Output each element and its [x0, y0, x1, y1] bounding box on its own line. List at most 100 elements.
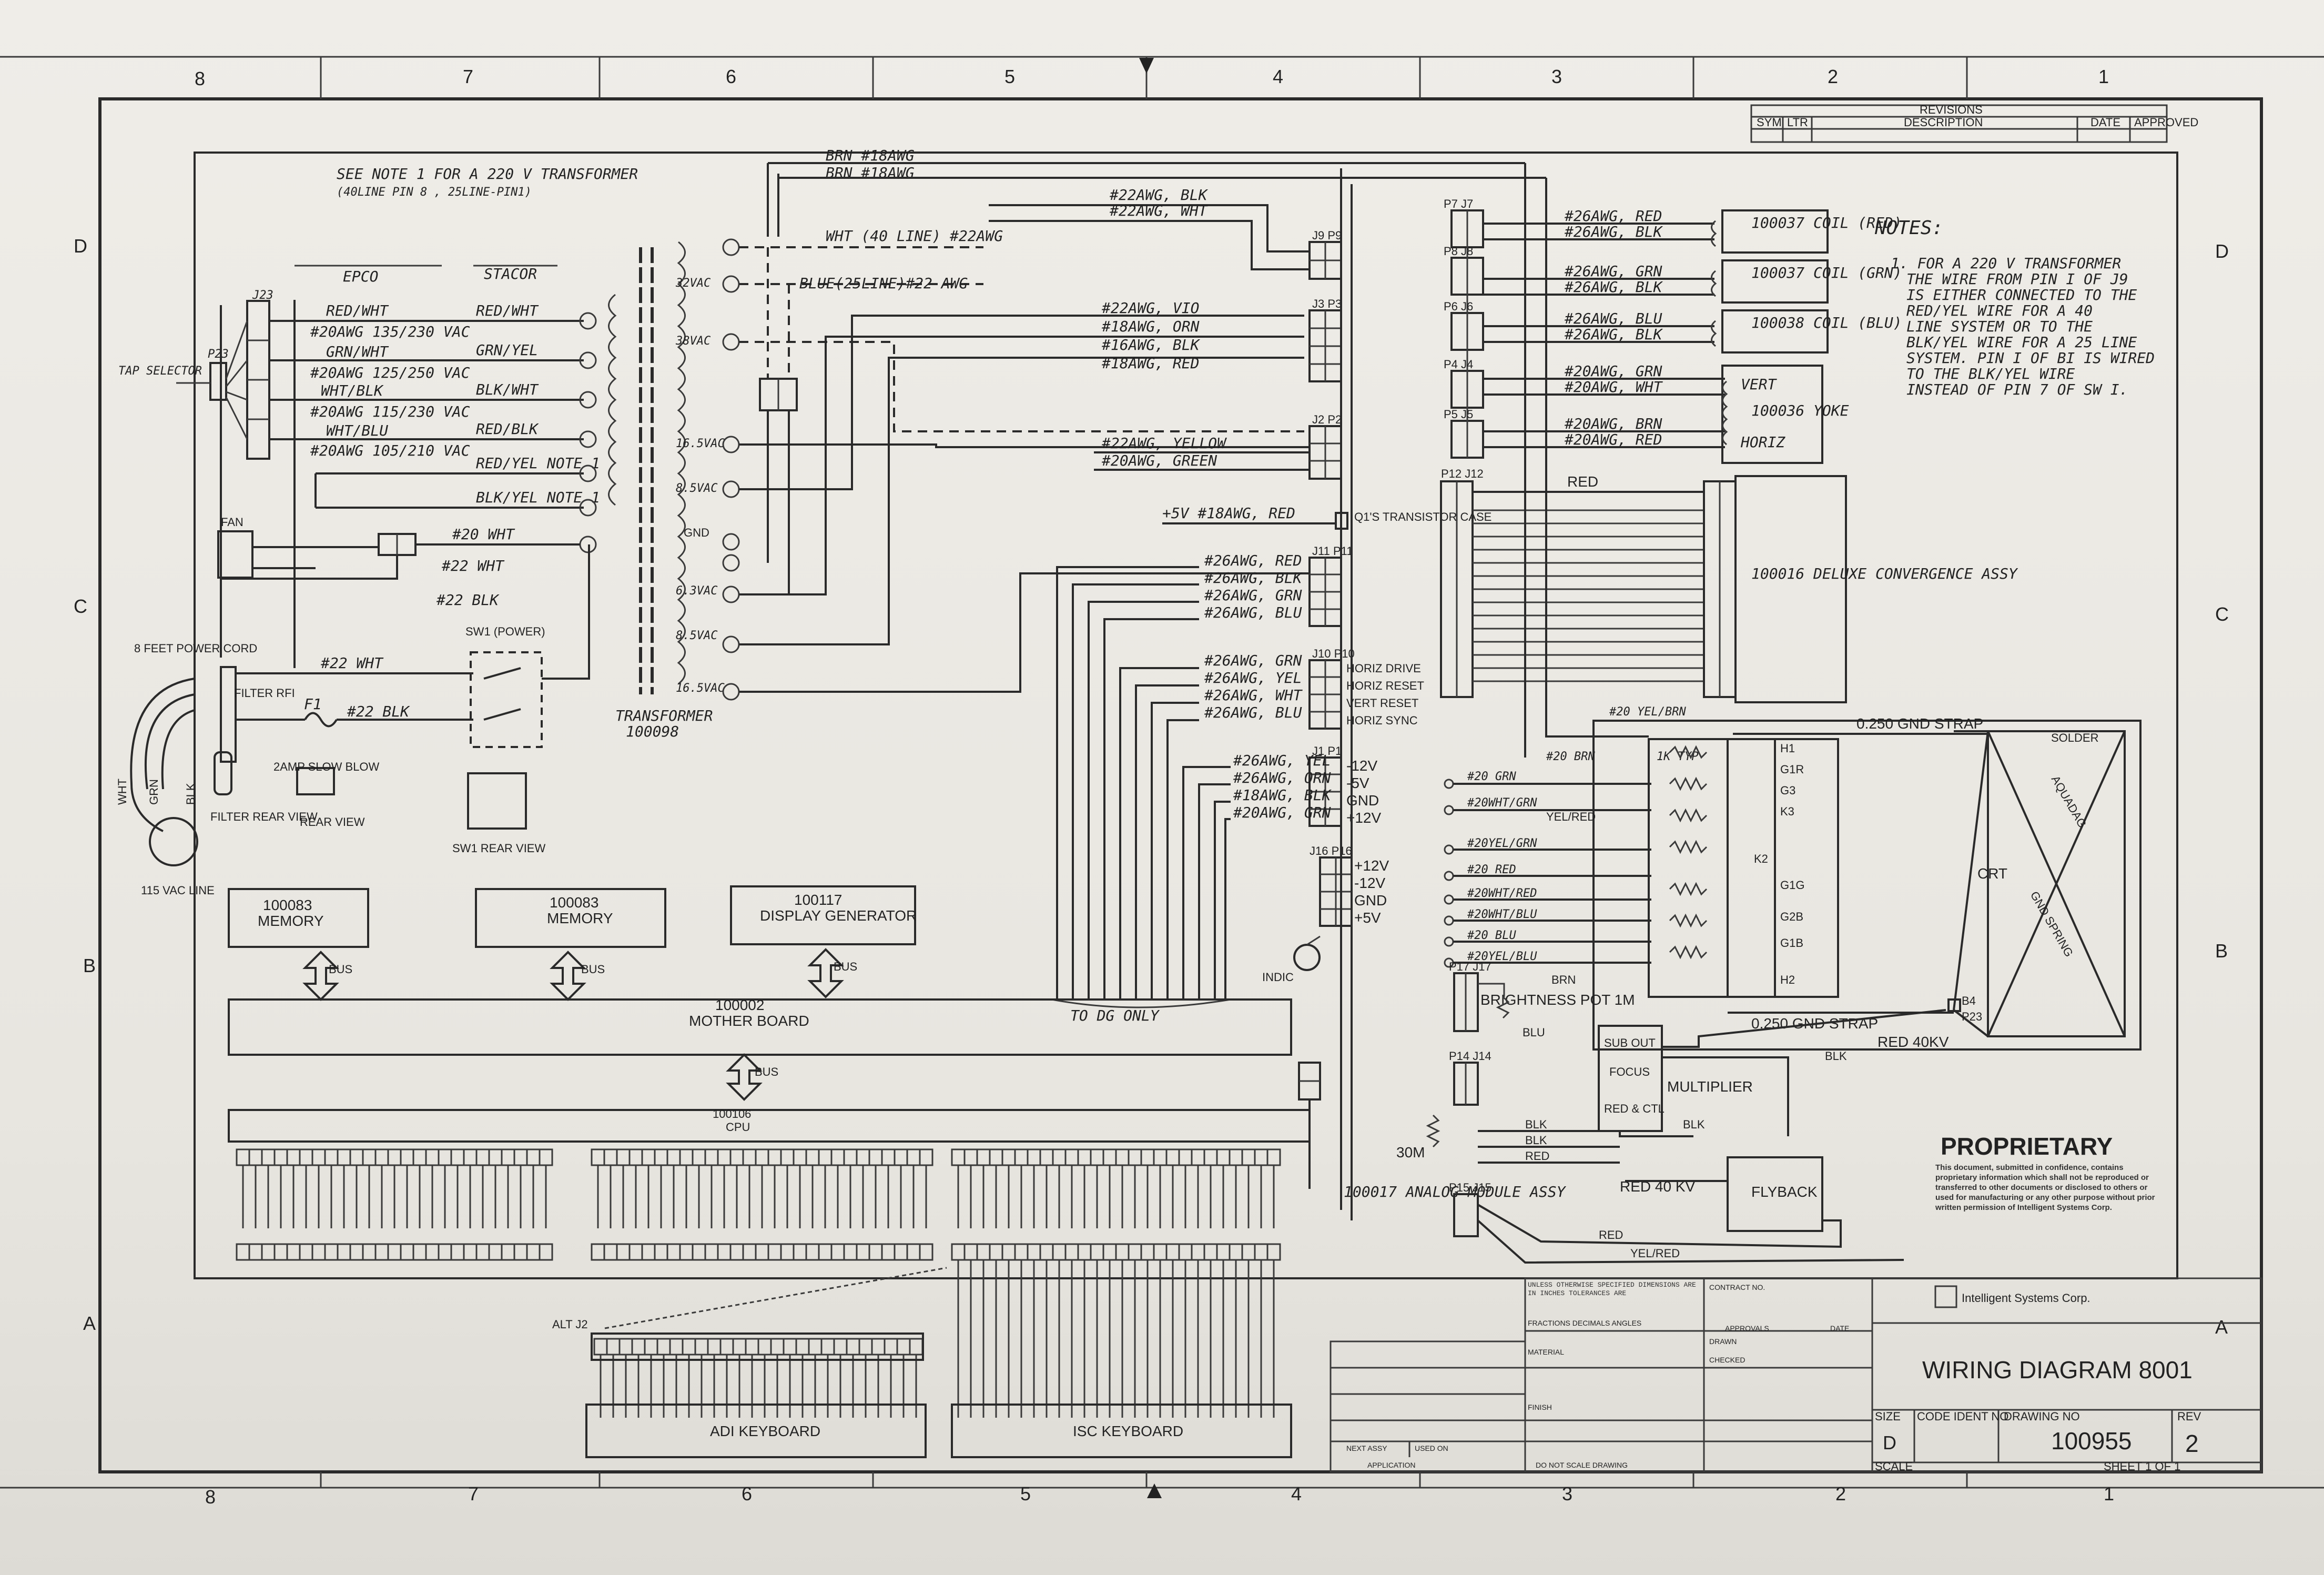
p1-top-strip-pin [501, 1148, 515, 1166]
crt-label: CRT [1977, 865, 2007, 882]
j3-bottom-strip-pin [641, 1243, 656, 1261]
p3-wire-3: #16AWG, BLK [1101, 336, 1201, 354]
crt-pin-h1: H1 [1780, 742, 1795, 755]
alt-j2-strip-pin [871, 1338, 886, 1356]
p1-top-strip-pin [438, 1148, 452, 1166]
j1-bottom-strip-pin [412, 1243, 427, 1261]
proprietary-label: PROPRIETARY [1941, 1133, 2113, 1160]
resistor-array [1669, 745, 1708, 960]
display-generator-board [730, 885, 916, 945]
notes-block: NOTES: 1. FOR A 220 V TRANSFORMER THE WI… [1874, 217, 2155, 398]
p2-top-strip-pin [780, 1148, 795, 1166]
note-line-4: RED/YEL WIRE FOR A 40 [1906, 302, 2093, 319]
tap-8-5vac-a: 8.5VAC [676, 482, 718, 495]
note-line-8: TO THE BLK/YEL WIRE [1906, 365, 2075, 382]
j2-bottom-strip-pin [1216, 1243, 1231, 1261]
alt-j2-strip-pin [846, 1338, 860, 1356]
crt-section: #20 YEL/BRN 1K TYP K2 H1 G1R G3 K3 G1G G… [1444, 163, 2142, 1051]
fuse-rear-view-icon [296, 767, 335, 795]
red20-label: #20 RED [1467, 863, 1516, 876]
alt-j2-strip-pin [783, 1338, 797, 1356]
p2-top-strip-pin [881, 1148, 896, 1166]
bus-arrow-2 [550, 951, 586, 1001]
isc-keyboard-label: ISC KEYBOARD [1073, 1423, 1183, 1439]
line-label: 115 VAC LINE [141, 884, 215, 897]
zone-1-bottom: 1 [2104, 1483, 2114, 1505]
j2-bottom-strip-pin [976, 1243, 991, 1261]
tap-8-5vac-b: 8.5VAC [676, 629, 718, 642]
power-input-section: SEE NOTE 1 FOR A 220 V TRANSFORMER (40LI… [116, 165, 638, 897]
j23-label: J23 [252, 289, 273, 302]
zone-5-top: 5 [1004, 66, 1015, 87]
gnd-strap-top: 0.250 GND STRAP [1856, 715, 1983, 732]
p2-top-strip-pin [654, 1148, 668, 1166]
q1-label: Q1'S TRANSISTOR CASE [1354, 510, 1491, 523]
p4-label: P4 J4 [1444, 358, 1473, 371]
notes-title: NOTES: [1874, 217, 1943, 239]
j1-bottom-strip-pin [311, 1243, 326, 1261]
to-dg-label: TO DG ONLY [1070, 1007, 1160, 1024]
fan-label: FAN [221, 516, 243, 529]
alt-j2-strip-pin [757, 1338, 772, 1356]
crt-pin-g3: G3 [1780, 784, 1795, 797]
transformer-label: TRANSFORMER [615, 707, 713, 724]
p1-top-strip-pin [463, 1148, 478, 1166]
p1-top-strip-pin [374, 1148, 389, 1166]
p3-top-strip-pin [963, 1148, 978, 1166]
alt-j2-strip-pin [833, 1338, 848, 1356]
p2-top-strip-pin [894, 1148, 908, 1166]
j2-bottom-strip-pin [1191, 1243, 1205, 1261]
epco-wire-4b: #20AWG 105/210 VAC [310, 442, 470, 459]
red-b-label: RED [1599, 1228, 1623, 1241]
j1-bottom-strip-pin [438, 1243, 452, 1261]
grn-label: GRN [147, 779, 160, 805]
p2-top-strip-pin [919, 1148, 933, 1166]
crt-frame [1592, 720, 2142, 1051]
j3-bottom-strip [591, 1243, 933, 1261]
j1-bottom-strip-pin [539, 1243, 553, 1261]
row-b-right: B [2215, 940, 2228, 962]
zone-1-top: 1 [2098, 66, 2109, 87]
alt-j2-strip-pin [858, 1338, 873, 1356]
tap-16-5vac-a: 16.5VAC [676, 437, 725, 450]
p2-top-strip-pin [641, 1148, 656, 1166]
p4-wire-1: #20AWG, GRN [1564, 362, 1662, 380]
yoke-label: 100036 YOKE [1751, 402, 1849, 419]
transformer-section: TRANSFORMER 100098 32VAC 38VAC 16.5VAC 8… [608, 147, 1546, 740]
fuse-f1 [304, 712, 338, 728]
company-name: Intelligent Systems Corp. [1962, 1291, 2090, 1305]
red-label: RED [1567, 473, 1598, 490]
p6-wire-1: #26AWG, BLU [1564, 310, 1662, 327]
p2-top-strip-pin [628, 1148, 643, 1166]
p2-top-strip-pin [717, 1148, 732, 1166]
material-label: MATERIAL [1528, 1348, 1564, 1356]
drawing-title: WIRING DIAGRAM 8001 [1922, 1356, 2193, 1384]
tap-selector-label: TAP SELECTOR [118, 365, 202, 378]
memory-board-1 [228, 888, 369, 948]
zone-4-bottom: 4 [1291, 1483, 1302, 1505]
memory1-name: MEMORY [258, 913, 324, 929]
j3-bottom-strip-pin [654, 1243, 668, 1261]
blk-2-label: BLK [1525, 1134, 1547, 1147]
red-40kv-label: RED 40KV [1878, 1034, 1949, 1050]
p3-top-strip-pin [951, 1148, 966, 1166]
p7-wire-2: #26AWG, BLK [1564, 223, 1663, 240]
convergence-label: 100016 DELUXE CONVERGENCE ASSY [1751, 565, 2018, 582]
j2-bottom-strip-pin [1178, 1243, 1193, 1261]
j2-bottom-strip-pin [1027, 1243, 1041, 1261]
revisions-block: REVISIONS SYM LTR DESCRIPTION DATE APPRO… [1750, 103, 2198, 143]
p15-label: P15 J15 [1449, 1181, 1491, 1194]
p1-top-strip-pin [261, 1148, 276, 1166]
alt-j2-strip-pin [694, 1338, 709, 1356]
note-line-1: 1. FOR A 220 V TRANSFORMER [1891, 255, 2121, 272]
p1-top-strip-pin [273, 1148, 288, 1166]
alt-j2-strip-pin [808, 1338, 823, 1356]
j2-bottom-strip-pin [951, 1243, 966, 1261]
horiz-label: HORIZ [1740, 433, 1785, 451]
flyback-label: FLYBACK [1751, 1184, 1818, 1200]
j3-label: J3 P3 [1312, 297, 1342, 310]
bus-label-2: BUS [581, 963, 605, 976]
j2-label: J2 P2 [1312, 413, 1342, 426]
j3-bottom-strip-pin [692, 1243, 706, 1261]
j1-bottom-strip-pin [273, 1243, 288, 1261]
